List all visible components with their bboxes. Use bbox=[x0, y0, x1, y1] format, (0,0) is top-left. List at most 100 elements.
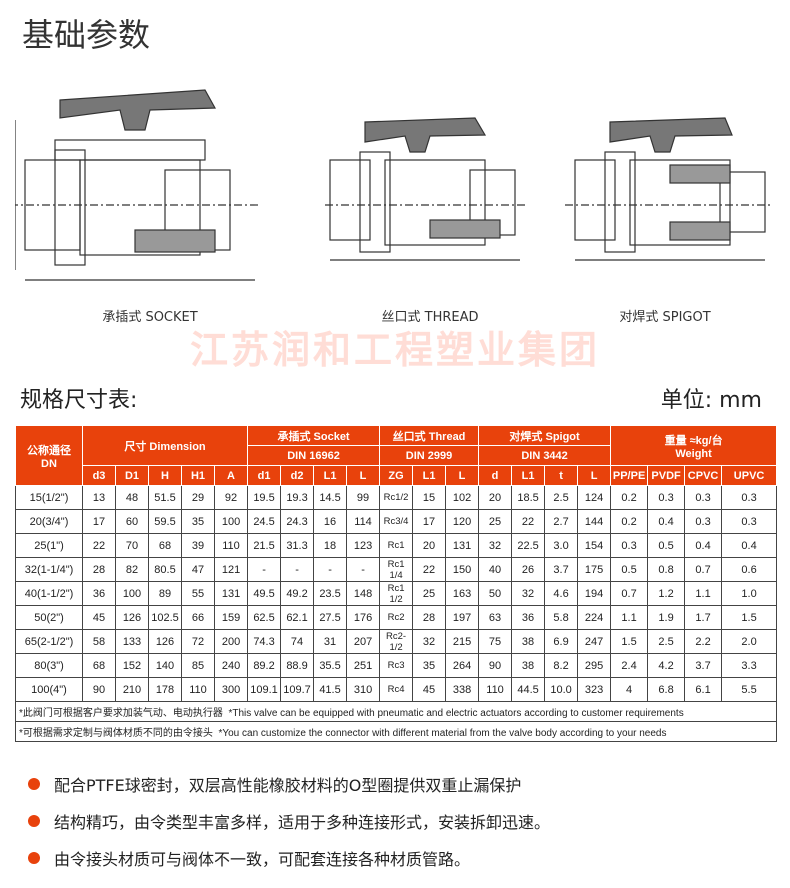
table-cell: 2.4 bbox=[610, 653, 649, 678]
table-cell: 163 bbox=[445, 581, 480, 606]
table-cell: 26 bbox=[511, 557, 546, 582]
column-header: PP/PE bbox=[610, 465, 649, 486]
table-cell: 100(4") bbox=[15, 677, 83, 702]
table-cell: 45 bbox=[412, 677, 447, 702]
table-cell: 49.2 bbox=[280, 581, 315, 606]
table-cell: 102 bbox=[445, 485, 480, 510]
table-cell: 32 bbox=[511, 581, 546, 606]
note-en: *This valve can be equipped with pneumat… bbox=[228, 708, 684, 719]
header-socket-std: DIN 16962 bbox=[247, 445, 381, 466]
column-header: d2 bbox=[280, 465, 315, 486]
table-cell: 44.5 bbox=[511, 677, 546, 702]
table-cell: 24.3 bbox=[280, 509, 315, 534]
table-cell: 25 bbox=[478, 509, 513, 534]
table-cell: 74 bbox=[280, 629, 315, 654]
table-cell: Rc1/2 bbox=[379, 485, 414, 510]
table-cell: 31.3 bbox=[280, 533, 315, 558]
note: *可根据需求定制与阀体材质不同的由令接头 *You can customize … bbox=[16, 722, 777, 742]
table-cell: 176 bbox=[346, 605, 381, 630]
table-cell: 240 bbox=[213, 653, 249, 678]
table-cell: 0.4 bbox=[684, 533, 723, 558]
table-cell: 1.2 bbox=[647, 581, 686, 606]
feature-bullet: 结构精巧，由令类型丰富多样，适用于多种连接形式，安装拆卸迅速。 bbox=[28, 809, 550, 833]
table-cell: 0.4 bbox=[647, 509, 686, 534]
table-cell: 1.9 bbox=[647, 605, 686, 630]
table-cell: 18.5 bbox=[511, 485, 546, 510]
table-cell: 10.0 bbox=[544, 677, 579, 702]
bullet-text: 配合PTFE球密封，双层高性能橡胶材料的O型圈提供双重止漏保护 bbox=[54, 776, 522, 795]
table-cell: 35.5 bbox=[313, 653, 348, 678]
note-cn: *可根据需求定制与阀体材质不同的由令接头 bbox=[19, 728, 213, 739]
table-cell: 17 bbox=[82, 509, 116, 534]
table-cell: 1.5 bbox=[721, 605, 778, 630]
table-cell: 5.5 bbox=[721, 677, 778, 702]
table-cell: 300 bbox=[213, 677, 249, 702]
column-header: UPVC bbox=[721, 465, 778, 486]
table-cell: 207 bbox=[346, 629, 381, 654]
table-cell: 0.3 bbox=[721, 509, 778, 534]
table-cell: Rc4 bbox=[379, 677, 414, 702]
table-cell: 29 bbox=[181, 485, 215, 510]
table-cell: 92 bbox=[213, 485, 249, 510]
column-header: H1 bbox=[181, 465, 215, 486]
table-cell: 251 bbox=[346, 653, 381, 678]
table-cell: 114 bbox=[346, 509, 381, 534]
table-cell: 1.7 bbox=[684, 605, 723, 630]
table-cell: 24.5 bbox=[247, 509, 282, 534]
column-header: D1 bbox=[115, 465, 149, 486]
table-cell: 131 bbox=[445, 533, 480, 558]
table-cell: Rc3/4 bbox=[379, 509, 414, 534]
table-cell: 323 bbox=[577, 677, 612, 702]
bullet-dot-icon bbox=[28, 852, 40, 864]
table-cell: 1.1 bbox=[684, 581, 723, 606]
table-cell: 99 bbox=[346, 485, 381, 510]
table-cell: 60 bbox=[115, 509, 149, 534]
table-cell: 0.2 bbox=[610, 509, 649, 534]
table-cell: 38 bbox=[511, 653, 546, 678]
table-cell: 0.5 bbox=[610, 557, 649, 582]
table-cell: Rc2-1/2 bbox=[379, 629, 414, 654]
table-cell: 20(3/4") bbox=[15, 509, 83, 534]
table-cell: 65(2-1/2") bbox=[15, 629, 83, 654]
header-socket: 承插式 Socket bbox=[247, 425, 381, 446]
table-cell: 32(1-1/4") bbox=[15, 557, 83, 582]
table-cell: 0.8 bbox=[647, 557, 686, 582]
table-cell: 150 bbox=[445, 557, 480, 582]
table-cell: 100 bbox=[213, 509, 249, 534]
watermark: 江苏润和工程塑业集团 bbox=[189, 328, 600, 372]
table-cell: 47 bbox=[181, 557, 215, 582]
bullet-dot-icon bbox=[28, 815, 40, 827]
column-header: L bbox=[445, 465, 480, 486]
table-cell: 110 bbox=[478, 677, 513, 702]
thread-valve-diagram bbox=[325, 117, 525, 261]
table-cell: 66 bbox=[181, 605, 215, 630]
spigot-label: 对焊式 SPIGOT bbox=[619, 310, 711, 325]
table-cell: 0.2 bbox=[610, 485, 649, 510]
table-cell: 49.5 bbox=[247, 581, 282, 606]
table-cell: 58 bbox=[82, 629, 116, 654]
column-header: d1 bbox=[247, 465, 282, 486]
column-header: L1 bbox=[313, 465, 348, 486]
bullet-text: 由令接头材质可与阀体不一致，可配套连接各种材质管路。 bbox=[54, 850, 471, 869]
table-cell: 4.6 bbox=[544, 581, 579, 606]
table-cell: 154 bbox=[577, 533, 612, 558]
table-cell: 3.0 bbox=[544, 533, 579, 558]
table-cell: 5.8 bbox=[544, 605, 579, 630]
column-header: PVDF bbox=[647, 465, 686, 486]
table-cell: 22 bbox=[412, 557, 447, 582]
table-cell: 0.7 bbox=[610, 581, 649, 606]
table-cell: 0.3 bbox=[610, 533, 649, 558]
table-cell: 27.5 bbox=[313, 605, 348, 630]
table-cell: 210 bbox=[115, 677, 149, 702]
socket-label: 承插式 SOCKET bbox=[102, 310, 198, 325]
table-cell: 90 bbox=[478, 653, 513, 678]
column-header: CPVC bbox=[684, 465, 723, 486]
table-cell: 120 bbox=[445, 509, 480, 534]
table-cell: 82 bbox=[115, 557, 149, 582]
table-cell: 110 bbox=[213, 533, 249, 558]
column-header: L1 bbox=[511, 465, 546, 486]
